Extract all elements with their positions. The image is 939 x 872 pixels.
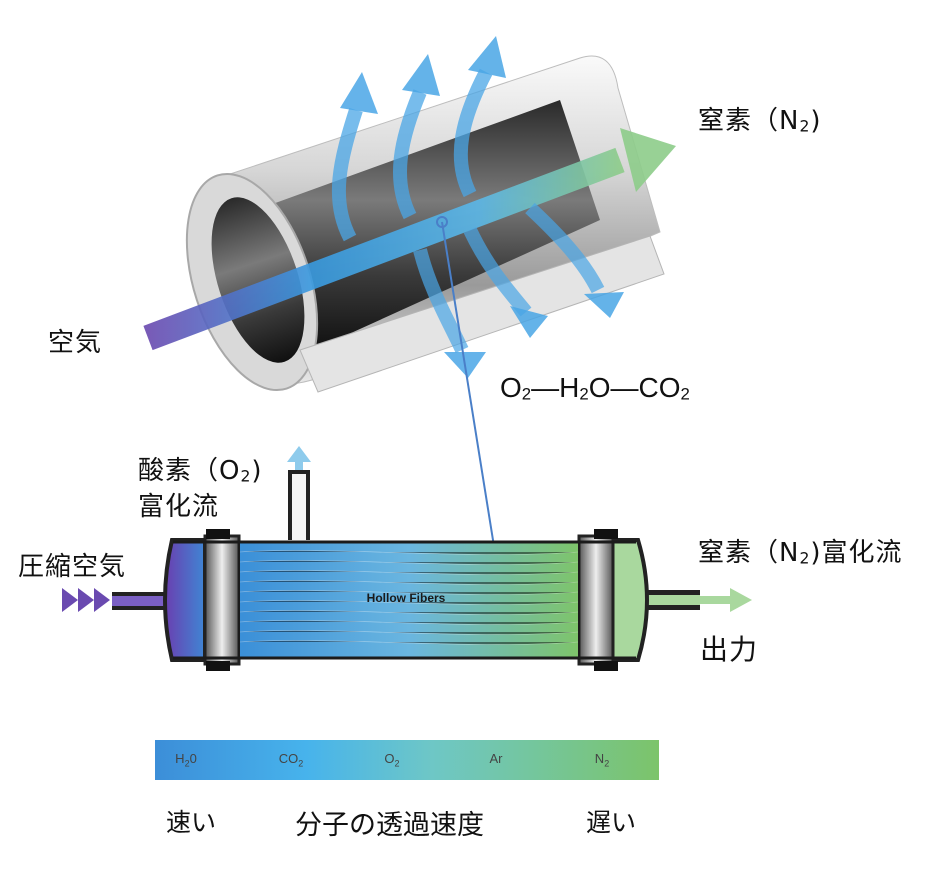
nitrogen-arrowhead [620, 128, 676, 192]
permeation-speed-title: 分子の透過速度 [295, 810, 484, 841]
permeate-arrows-up [331, 68, 493, 242]
speed-fast-label: 速い [166, 808, 217, 837]
scale-tick-n2: N2 [594, 751, 610, 769]
oxygen-outlet-arrow [287, 446, 311, 462]
scale-tick-h2o: H20 [175, 751, 197, 769]
permeation-speed-bar [155, 740, 659, 780]
compressed-air-arrows [62, 588, 110, 612]
permeate-arrows-down [413, 202, 605, 353]
oxygen-enriched-label-line1: 酸素（O2) [138, 456, 263, 486]
scale-tick-o2: O2 [384, 751, 400, 769]
membrane-module: Hollow Fibers [62, 446, 752, 671]
permeate-gases-label: O2—H2O—CO2 [500, 372, 690, 404]
scale-tick-co2: CO2 [278, 751, 304, 769]
nitrogen-enriched-label: 窒素（N2)富化流 [698, 538, 903, 568]
output-label: 出力 [700, 633, 759, 666]
scale-tick-ar: Ar [489, 751, 503, 766]
oxygen-enriched-label-line2: 富化流 [138, 492, 220, 522]
nitrogen-output-arrow [730, 588, 752, 612]
compressed-air-label: 圧縮空気 [18, 552, 127, 582]
nitrogen-top-label: 窒素（N2) [698, 106, 822, 136]
speed-slow-label: 遅い [586, 808, 637, 837]
air-flow-arrow [143, 128, 676, 351]
air-label: 空気 [48, 328, 103, 358]
hollow-fibers-label: Hollow Fibers [367, 591, 446, 605]
permeate-arrowheads-up [340, 36, 506, 114]
